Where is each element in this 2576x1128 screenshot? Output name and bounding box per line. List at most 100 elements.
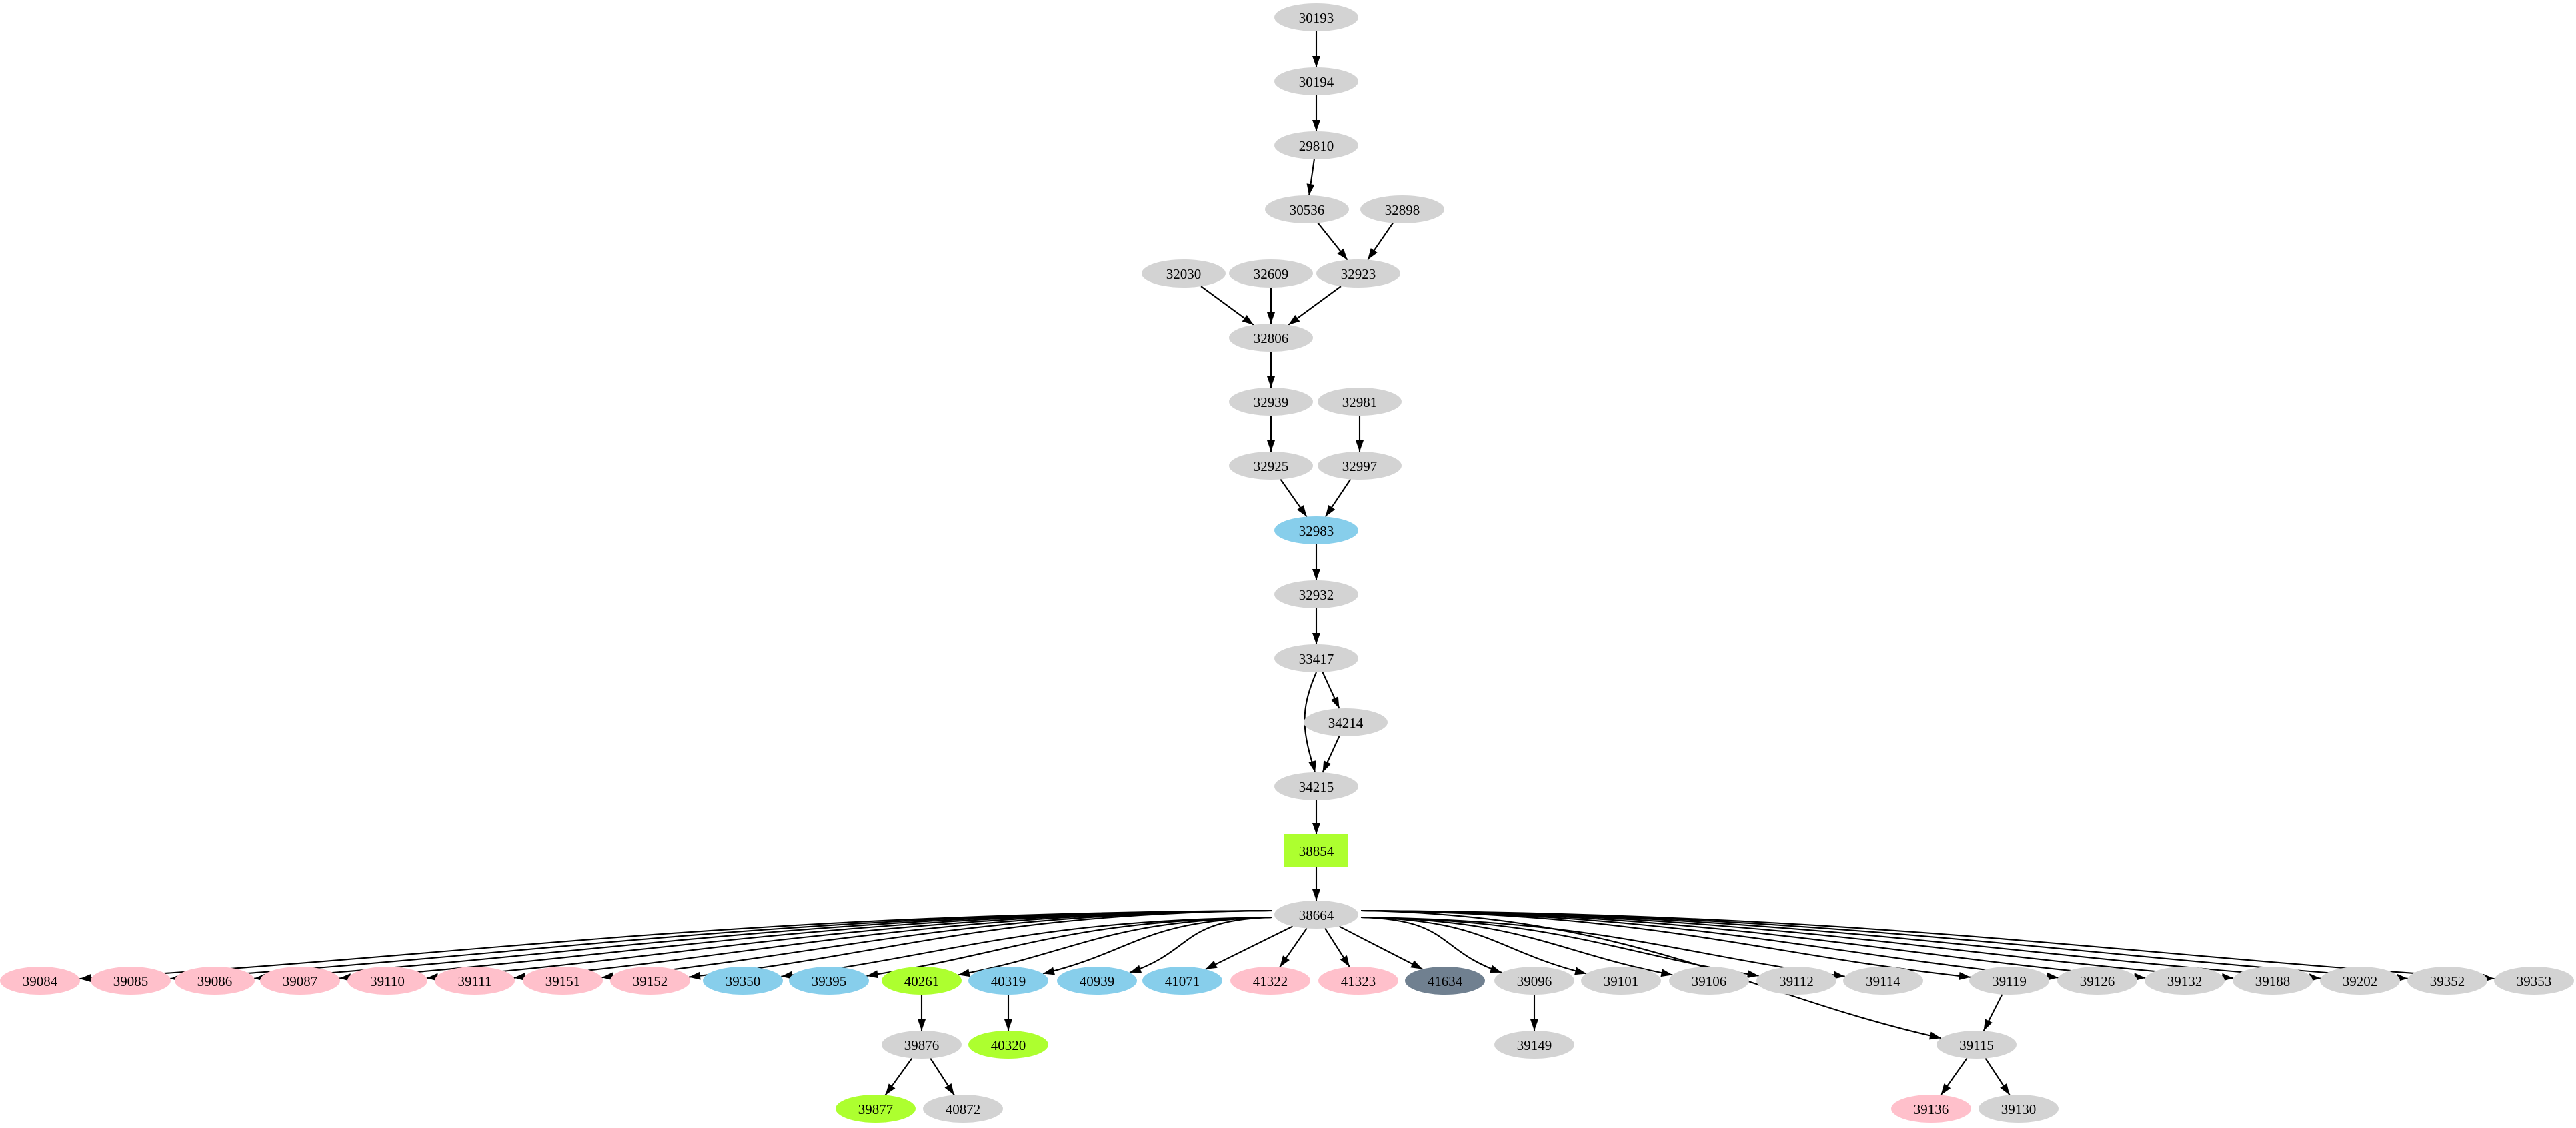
graph-node[interactable]: 39096 — [1494, 967, 1574, 995]
node-ellipse-shape[interactable] — [1405, 967, 1485, 995]
graph-node[interactable]: 39352 — [2407, 967, 2487, 995]
node-ellipse-shape[interactable] — [1274, 644, 1358, 672]
node-ellipse-shape[interactable] — [1360, 195, 1444, 223]
graph-node[interactable]: 39110 — [347, 967, 427, 995]
node-ellipse-shape[interactable] — [1969, 967, 2049, 995]
node-ellipse-shape[interactable] — [1891, 1095, 1971, 1123]
graph-node[interactable]: 39087 — [260, 967, 340, 995]
node-ellipse-shape[interactable] — [1669, 967, 1749, 995]
graph-node[interactable]: 41322 — [1230, 967, 1310, 995]
node-box-shape[interactable] — [1284, 834, 1348, 867]
graph-node[interactable]: 32939 — [1229, 388, 1313, 416]
graph-node[interactable]: 32932 — [1274, 580, 1358, 608]
node-ellipse-shape[interactable] — [2057, 967, 2137, 995]
node-ellipse-shape[interactable] — [347, 967, 427, 995]
node-ellipse-shape[interactable] — [1230, 967, 1310, 995]
graph-node[interactable]: 39188 — [2233, 967, 2313, 995]
graph-node[interactable]: 40319 — [968, 967, 1048, 995]
graph-node[interactable]: 39126 — [2057, 967, 2137, 995]
graph-node[interactable]: 32806 — [1229, 324, 1313, 352]
graph-node[interactable]: 39877 — [836, 1095, 916, 1123]
node-ellipse-shape[interactable] — [1229, 324, 1313, 352]
graph-node[interactable]: 30194 — [1274, 67, 1358, 95]
node-ellipse-shape[interactable] — [1494, 1031, 1574, 1059]
graph-node[interactable]: 40261 — [882, 967, 962, 995]
graph-node[interactable]: 39112 — [1756, 967, 1836, 995]
node-ellipse-shape[interactable] — [610, 967, 690, 995]
node-ellipse-shape[interactable] — [2494, 967, 2574, 995]
node-ellipse-shape[interactable] — [1316, 259, 1400, 288]
node-ellipse-shape[interactable] — [1318, 967, 1398, 995]
node-ellipse-shape[interactable] — [1274, 516, 1358, 544]
graph-node[interactable]: 32923 — [1316, 259, 1400, 288]
graph-node[interactable]: 40872 — [923, 1095, 1003, 1123]
graph-node[interactable]: 39152 — [610, 967, 690, 995]
node-ellipse-shape[interactable] — [1229, 388, 1313, 416]
node-ellipse-shape[interactable] — [2145, 967, 2225, 995]
graph-node[interactable]: 39114 — [1843, 967, 1923, 995]
node-ellipse-shape[interactable] — [1274, 131, 1358, 159]
graph-node[interactable]: 39101 — [1581, 967, 1661, 995]
graph-node[interactable]: 33417 — [1274, 644, 1358, 672]
node-ellipse-shape[interactable] — [703, 967, 783, 995]
node-ellipse-shape[interactable] — [523, 967, 603, 995]
graph-node[interactable]: 40320 — [968, 1031, 1048, 1059]
node-ellipse-shape[interactable] — [1581, 967, 1661, 995]
graph-node[interactable]: 30536 — [1265, 195, 1349, 223]
node-ellipse-shape[interactable] — [1274, 580, 1358, 608]
node-ellipse-shape[interactable] — [1229, 259, 1313, 288]
node-ellipse-shape[interactable] — [2320, 967, 2400, 995]
graph-node[interactable]: 41323 — [1318, 967, 1398, 995]
node-ellipse-shape[interactable] — [836, 1095, 916, 1123]
node-ellipse-shape[interactable] — [1274, 901, 1358, 929]
node-ellipse-shape[interactable] — [435, 967, 515, 995]
node-ellipse-shape[interactable] — [1937, 1031, 2017, 1059]
node-ellipse-shape[interactable] — [1057, 967, 1137, 995]
node-ellipse-shape[interactable] — [1142, 967, 1222, 995]
graph-node[interactable]: 39106 — [1669, 967, 1749, 995]
node-ellipse-shape[interactable] — [1274, 67, 1358, 95]
node-ellipse-shape[interactable] — [260, 967, 340, 995]
node-ellipse-shape[interactable] — [2407, 967, 2487, 995]
graph-node[interactable]: 39085 — [91, 967, 171, 995]
node-ellipse-shape[interactable] — [968, 967, 1048, 995]
node-ellipse-shape[interactable] — [968, 1031, 1048, 1059]
graph-node[interactable]: 32030 — [1142, 259, 1226, 288]
node-ellipse-shape[interactable] — [1979, 1095, 2059, 1123]
graph-node[interactable]: 32609 — [1229, 259, 1313, 288]
node-ellipse-shape[interactable] — [1843, 967, 1923, 995]
graph-node[interactable]: 39086 — [175, 967, 255, 995]
graph-node[interactable]: 39395 — [789, 967, 869, 995]
node-ellipse-shape[interactable] — [923, 1095, 1003, 1123]
graph-node[interactable]: 38854 — [1284, 834, 1348, 867]
graph-node[interactable]: 41071 — [1142, 967, 1222, 995]
graph-node[interactable]: 34215 — [1274, 772, 1358, 800]
graph-node[interactable]: 39084 — [0, 967, 80, 995]
node-ellipse-shape[interactable] — [789, 967, 869, 995]
graph-node[interactable]: 29810 — [1274, 131, 1358, 159]
graph-node[interactable]: 30193 — [1274, 3, 1358, 31]
node-ellipse-shape[interactable] — [1142, 259, 1226, 288]
node-ellipse-shape[interactable] — [1304, 708, 1388, 736]
graph-node[interactable]: 32997 — [1318, 452, 1402, 480]
graph-node[interactable]: 39149 — [1494, 1031, 1574, 1059]
node-ellipse-shape[interactable] — [882, 1031, 962, 1059]
graph-node[interactable]: 39350 — [703, 967, 783, 995]
graph-node[interactable]: 32981 — [1318, 388, 1402, 416]
graph-node[interactable]: 32983 — [1274, 516, 1358, 544]
node-ellipse-shape[interactable] — [1756, 967, 1836, 995]
graph-node[interactable]: 39130 — [1979, 1095, 2059, 1123]
graph-node[interactable]: 39132 — [2145, 967, 2225, 995]
node-ellipse-shape[interactable] — [2233, 967, 2313, 995]
node-ellipse-shape[interactable] — [1265, 195, 1349, 223]
graph-node[interactable]: 39119 — [1969, 967, 2049, 995]
node-ellipse-shape[interactable] — [1318, 388, 1402, 416]
graph-node[interactable]: 39202 — [2320, 967, 2400, 995]
graph-node[interactable]: 38664 — [1274, 901, 1358, 929]
graph-node[interactable]: 40939 — [1057, 967, 1137, 995]
graph-node[interactable]: 34214 — [1304, 708, 1388, 736]
node-ellipse-shape[interactable] — [91, 967, 171, 995]
node-ellipse-shape[interactable] — [0, 967, 80, 995]
graph-node[interactable]: 39151 — [523, 967, 603, 995]
